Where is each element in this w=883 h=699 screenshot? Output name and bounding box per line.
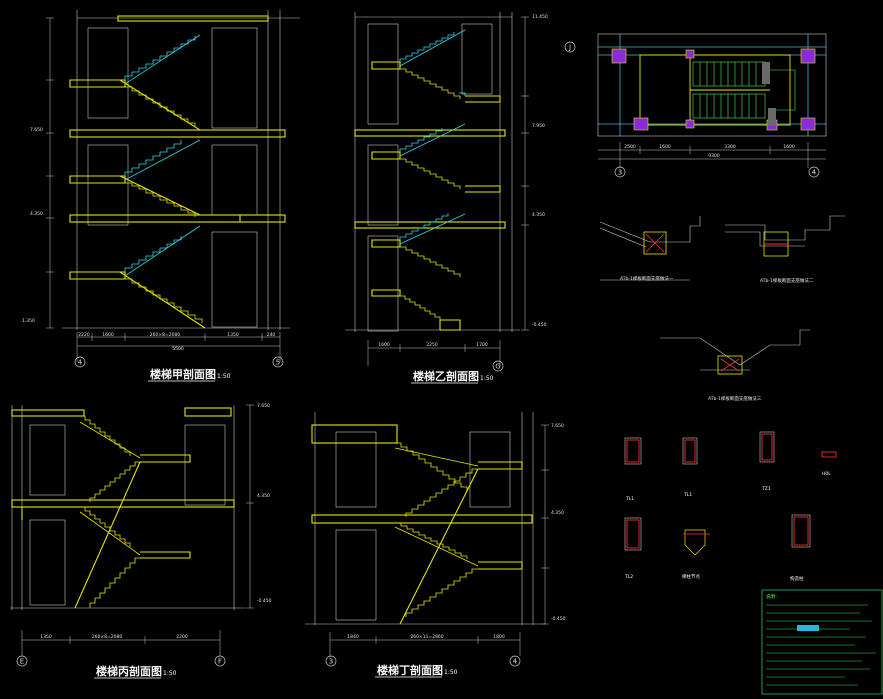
level-mark: -0.450: [551, 616, 566, 622]
level-mark: -0.450: [532, 322, 547, 328]
section-view-d: 3 4 1840 260×11=2860 1800 7.650 4.350 -0…: [305, 412, 566, 678]
axis-label: 3: [618, 169, 622, 177]
section-view-b: G 1600 2250 1700 11.450 7.950 4.350 -0.4…: [345, 12, 548, 384]
section-label: 梯柱节点: [682, 573, 700, 580]
section-label: TL1: [683, 492, 692, 498]
dim-text: 2200: [176, 634, 188, 640]
section-label: TZ1: [761, 486, 771, 492]
dim-text: 1350: [40, 634, 52, 640]
axis-label: F: [218, 658, 222, 666]
axis-label: 4: [78, 359, 83, 367]
section-label: 构造柱: [790, 575, 804, 582]
dim-text: 1840: [347, 634, 359, 640]
axis-label: 5: [276, 359, 280, 367]
detail-3: ATb-1梯板断面支座做法三: [660, 329, 810, 402]
level-mark: -0.450: [257, 598, 272, 604]
view-scale: 1:50: [217, 373, 231, 380]
level-mark: 4.350: [257, 493, 270, 499]
dim-text: 2500: [624, 144, 636, 150]
view-title: 楼梯丁剖面图: [377, 663, 443, 677]
level-mark: 7.950: [532, 123, 545, 129]
section-label: TL1: [625, 496, 634, 502]
detail-1: ATb-1梯板断面支座做法一: [599, 216, 701, 282]
view-title: 楼梯乙剖面图: [413, 369, 479, 383]
axis-label: G: [495, 363, 500, 371]
dim-text: 1600: [102, 332, 114, 338]
section-label: TL2: [624, 574, 633, 580]
view-title: 楼梯甲剖面图: [150, 367, 216, 381]
notes-box: 说明：: [761, 589, 883, 695]
dim-total: 9300: [708, 153, 720, 159]
dim-text: 3300: [724, 144, 736, 150]
level-mark: 1.350: [22, 318, 35, 324]
level-mark: 4.350: [551, 510, 564, 516]
detail-title: ATb-1梯板断面支座做法一: [620, 275, 674, 282]
axis-label: 4: [513, 658, 518, 666]
axis-label: J: [568, 44, 571, 52]
level-mark: 4.350: [532, 212, 545, 218]
notes-title: 说明：: [766, 593, 780, 600]
axis-label: E: [20, 658, 24, 666]
level-mark: 11.450: [532, 14, 548, 20]
section-view-a: 4 5 2220 1600 260×8=2080 1350 240 5500 7…: [22, 10, 300, 382]
level-mark: 7.650: [30, 127, 43, 133]
detail-title: ATb-1梯板断面支座做法二: [760, 277, 814, 284]
dim-text: 1600: [659, 144, 671, 150]
axis-label: 4: [812, 169, 817, 177]
view-scale: 1:50: [163, 670, 177, 677]
dim-text: 1600: [378, 342, 390, 348]
dim-text: 260×11=2860: [410, 634, 443, 640]
dim-text: 1800: [493, 634, 505, 640]
dim-text: 240: [267, 332, 276, 338]
dim-text: 1700: [476, 342, 488, 348]
section-label: H0L: [822, 471, 831, 477]
dim-text: 2220: [78, 332, 90, 338]
view-scale: 1:50: [480, 375, 494, 382]
section-view-c: E F 1350 260×8=2080 2200 7.650 4.350 -0.…: [10, 403, 272, 679]
dim-text: 1600: [783, 144, 795, 150]
dim-text: 1350: [227, 332, 239, 338]
axis-label: 3: [329, 658, 333, 666]
level-mark: 4.350: [30, 211, 43, 217]
stair-plan: J 3 4 2500 1600 3300 1600 9300: [564, 33, 827, 178]
detail-title: ATb-1梯板断面支座做法三: [708, 395, 762, 402]
dim-text: 260×8=2080: [150, 332, 181, 338]
dim-text: 2250: [426, 342, 438, 348]
view-title: 楼梯丙剖面图: [96, 664, 162, 678]
detail-2: ATb-1梯板断面支座做法二: [725, 215, 845, 284]
dim-total: 5500: [172, 346, 184, 352]
level-mark: 7.650: [551, 423, 564, 429]
view-scale: 1:50: [444, 669, 458, 676]
level-mark: 7.650: [257, 403, 270, 409]
beam-sections: TL1 TL1 TZ1 H0L TL2 梯柱节点 构造柱: [624, 431, 837, 582]
dim-text: 260×8=2080: [92, 634, 123, 640]
